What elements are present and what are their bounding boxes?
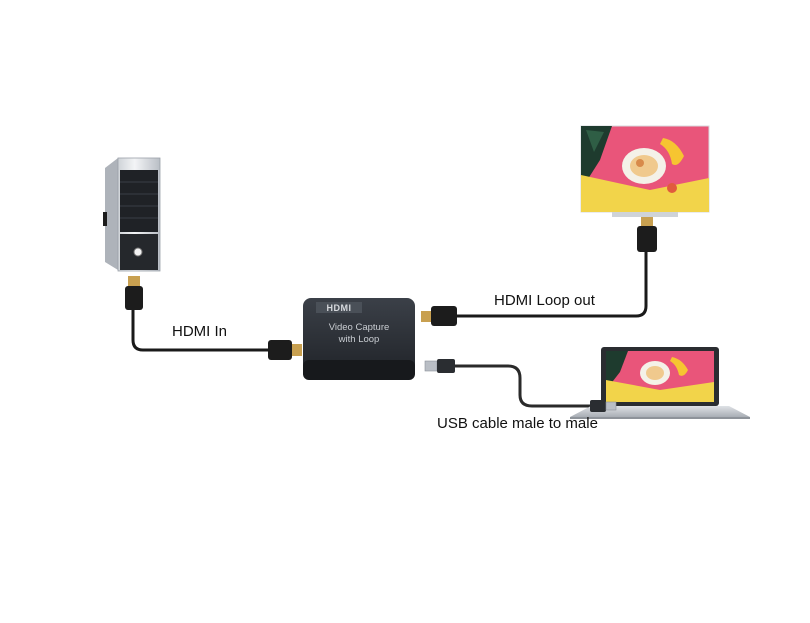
device-text-line1: Video Capture — [329, 322, 390, 333]
device-logo: HDMI — [327, 303, 352, 313]
hdmi-connector-loop — [421, 306, 457, 326]
hdmi-connector-tv — [637, 214, 657, 252]
hdmi-connector-pc — [125, 276, 143, 310]
usb-cable-label: USB cable male to male — [437, 415, 598, 432]
usb-connector-laptop — [590, 400, 617, 412]
hdmi-loop-out-cable — [455, 252, 648, 318]
hdmi-in-label: HDMI In — [172, 323, 227, 340]
usb-cable — [453, 364, 590, 408]
tv-display — [580, 125, 710, 217]
hdmi-in-cable — [131, 310, 275, 352]
laptop — [570, 347, 750, 419]
device-text-line2: with Loop — [338, 334, 380, 345]
hdmi-connector-input — [268, 340, 302, 360]
usb-connector-device — [424, 359, 455, 373]
capture-device: HDMI Video Capture with Loop — [303, 298, 415, 380]
hdmi-loop-out-label: HDMI Loop out — [494, 292, 596, 309]
pc-tower — [103, 157, 161, 272]
